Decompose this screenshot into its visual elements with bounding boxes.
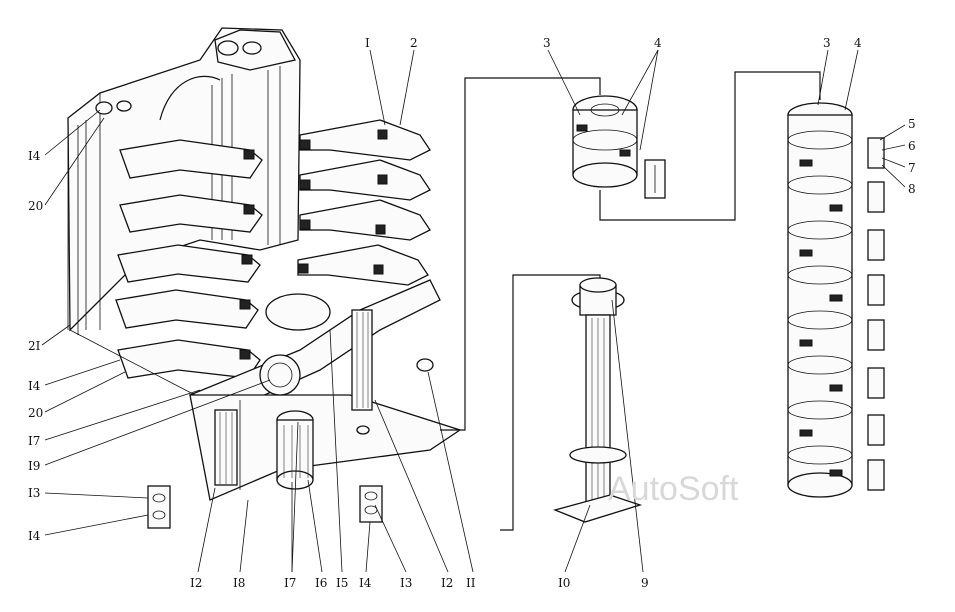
watermark: AutoSoft — [608, 470, 739, 508]
main-shaft — [552, 277, 643, 523]
label-17-left: I7 — [28, 434, 40, 448]
label-7: 7 — [908, 161, 916, 175]
label-5: 5 — [908, 117, 916, 131]
small-cam-drum — [572, 95, 666, 199]
label-15: I5 — [336, 576, 348, 590]
label-11: II — [466, 576, 476, 590]
label-14-low: I4 — [28, 529, 41, 543]
label-12a: I2 — [190, 576, 202, 590]
label-14-mid: I4 — [28, 379, 41, 393]
base-plate — [188, 279, 462, 501]
label-13-left: I3 — [28, 486, 40, 500]
label-9: 9 — [641, 576, 649, 590]
small-fasteners — [147, 485, 383, 529]
label-18: I8 — [233, 576, 245, 590]
contact-arms-left — [115, 139, 263, 379]
label-13: I3 — [400, 576, 412, 590]
label-4a: 4 — [654, 36, 662, 50]
shafts-and-drum — [214, 309, 434, 490]
label-14-top: I4 — [28, 149, 41, 163]
label-21: 2I — [28, 339, 41, 353]
label-12b: I2 — [441, 576, 453, 590]
label-14: I4 — [359, 576, 372, 590]
label-10: I0 — [558, 576, 570, 590]
contact-arms-right — [297, 119, 431, 286]
switch-housing — [67, 27, 301, 335]
label-17: I7 — [284, 576, 296, 590]
label-8: 8 — [908, 182, 916, 196]
label-1: I — [365, 36, 370, 50]
label-3b: 3 — [823, 36, 831, 50]
label-20-top: 20 — [28, 199, 43, 213]
label-20-mid: 20 — [28, 406, 43, 420]
drum-screws — [867, 137, 885, 491]
label-2: 2 — [410, 36, 418, 50]
label-6: 6 — [908, 139, 916, 153]
label-19: I9 — [28, 459, 40, 473]
leader-lines — [41, 49, 906, 573]
label-16: I6 — [315, 576, 327, 590]
long-cam-drum — [787, 102, 853, 498]
label-3a: 3 — [543, 36, 551, 50]
label-4b: 4 — [854, 36, 862, 50]
